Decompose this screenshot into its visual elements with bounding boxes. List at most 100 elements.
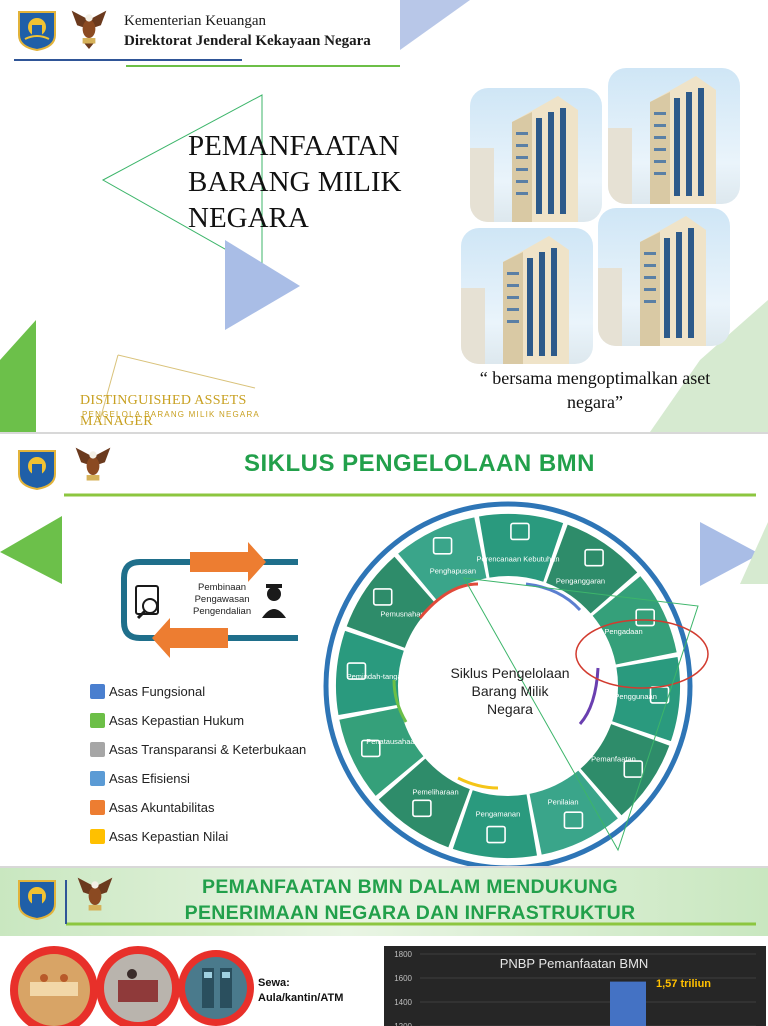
stage-label: Pemeliharaan [412,787,458,796]
stage-label: Penganggaran [556,577,605,586]
cycle-arrow-icon [578,667,600,725]
wheel-segment [546,524,638,614]
garuda-eagle-icon [71,10,107,49]
stage-label: Pengamanan [476,810,521,819]
slide-cycle: SIKLUS PENGELOLAAN BMN Pembinaan Pengawa… [0,432,768,868]
y-tick-label: 1200 [394,1022,412,1026]
legend-item: Asas Akuntabilitas [90,798,306,816]
revenue-title-line: PEMANFAATAN BMN DALAM MENDUKUNG [202,876,618,898]
kemenkeu-logo-icon [18,11,56,51]
stage-icon [635,608,655,627]
stage-label: Perencanaan Kebutuhan [477,554,560,563]
stage-label: Penggunaan [614,692,657,701]
decor-green-right [650,300,768,432]
dam-title-2: MANAGER [80,414,153,429]
garuda-eagle-icon [77,877,113,911]
stage-label: Penatausahaan [366,737,419,746]
cover-title-line: PEMANFAATAN [188,130,400,162]
legend-label: Asas Transparansi & Keterbukaan [109,741,307,757]
revenue-title-line: PENERIMAAN NEGARA DAN INFRASTRUKTUR [184,902,636,924]
legend-label: Asas Kepastian Hukum [109,712,245,728]
center-line: Negara [487,701,533,717]
legend-label: Asas Fungsional [109,683,206,699]
wheel-segment [452,790,537,858]
document-search-icon [135,585,159,620]
wheel-segment [378,758,470,848]
wheel-segment [479,514,564,582]
stage-icon [584,548,604,567]
decor-gold-line [99,354,119,421]
decor-green-left [0,320,36,432]
legend-label: Asas Efisiensi [109,770,190,786]
stage-label: Pemindah-tanganan [347,672,415,681]
legend-item: Asas Efisiensi [90,769,306,787]
wheel-center [400,578,616,794]
stage-label: Penilaian [548,798,579,807]
y-tick-label: 1800 [394,950,412,959]
legend-swatch [90,770,105,786]
decor-blue-triangle [225,240,300,330]
principles-legend: Asas Fungsional Asas Kepastian Hukum Asa… [90,682,306,845]
chart-grid [420,953,756,1026]
hall-photo [10,946,98,1026]
stage-label: Pengadaan [604,627,642,636]
decor-gold-line [117,354,256,389]
stage-icon [432,537,453,555]
chart-data-label: 1,57 triliun [656,978,711,990]
oversight-line: Pengawasan [194,594,250,605]
legend-item: Asas Kepastian Nilai [90,827,306,845]
building-photo [598,208,730,346]
cycle-title: SIKLUS PENGELOLAAN BMN [244,450,596,477]
chart-bar [610,981,646,1026]
legend-label: Asas Akuntabilitas [109,799,215,815]
y-tick-label: 1600 [394,974,412,983]
decor-blue-right [700,522,760,586]
cover-title-line: NEGARA [188,202,309,234]
chart-background [384,946,766,1026]
oversight-line: Pengendalian [193,606,252,617]
stage-icon [623,760,644,778]
oversight-loop [121,542,298,658]
cover-title-line: BARANG MILIK [188,166,402,198]
building-photo [461,228,593,364]
wheel-segment [398,517,487,602]
slide-cover: Kementerian Keuangan Direktorat Jenderal… [0,0,768,432]
stage-label: Pemusnahan [380,610,424,619]
oversight-line: Pembinaan [198,582,247,593]
canteen-photo [96,946,180,1026]
wheel-outer-ring [323,501,693,868]
y-tick-label: 1400 [394,998,412,1007]
stage-icon [563,811,584,829]
dam-subtitle: PENGELOLA BARANG MILIK NEGARA [82,410,260,419]
ministry-name: Kementerian Keuangan [124,13,267,29]
stage-label: Penghapusan [430,566,476,575]
building-photo [470,88,602,222]
garuda-eagle-icon [75,447,111,481]
stage-icon [361,739,381,758]
cover-tagline: “ bersama mengoptimalkan aset negara” [440,366,750,414]
building-icon [598,216,706,346]
wheel-segment [612,657,680,742]
legend-item: Asas Kepastian Hukum [90,711,306,729]
stage-icon [510,522,530,541]
center-line: Barang Milik [471,683,549,699]
building-icon [608,76,716,204]
decor-outline-triangle [101,94,263,271]
cycle-arrow-icon [418,582,479,619]
dam-title: DISTINGUISHED ASSETS [80,393,247,408]
building-icon [470,96,578,222]
decor-outline-triangle [463,577,699,852]
inspector-person-icon [262,584,286,618]
wheel-segments: PenganggaranPengadaanPenggunaanPemanfaat… [336,514,680,858]
cycle-arrow-icon [525,582,582,612]
building-icon [461,236,569,364]
kemenkeu-logo-icon [18,880,56,920]
cycle-arrow-icon [457,776,499,790]
stage-icon [412,799,432,818]
legend-swatch [90,799,105,815]
legend-label: Asas Kepastian Nilai [109,828,229,844]
stage-icon [486,825,506,844]
tagline-line: “ bersama mengoptimalkan aset [479,368,711,388]
pnbp-chart: 1800160014001200 PNBP Pemanfaatan BMN 1,… [384,946,766,1026]
arrow-left-icon [152,618,228,658]
